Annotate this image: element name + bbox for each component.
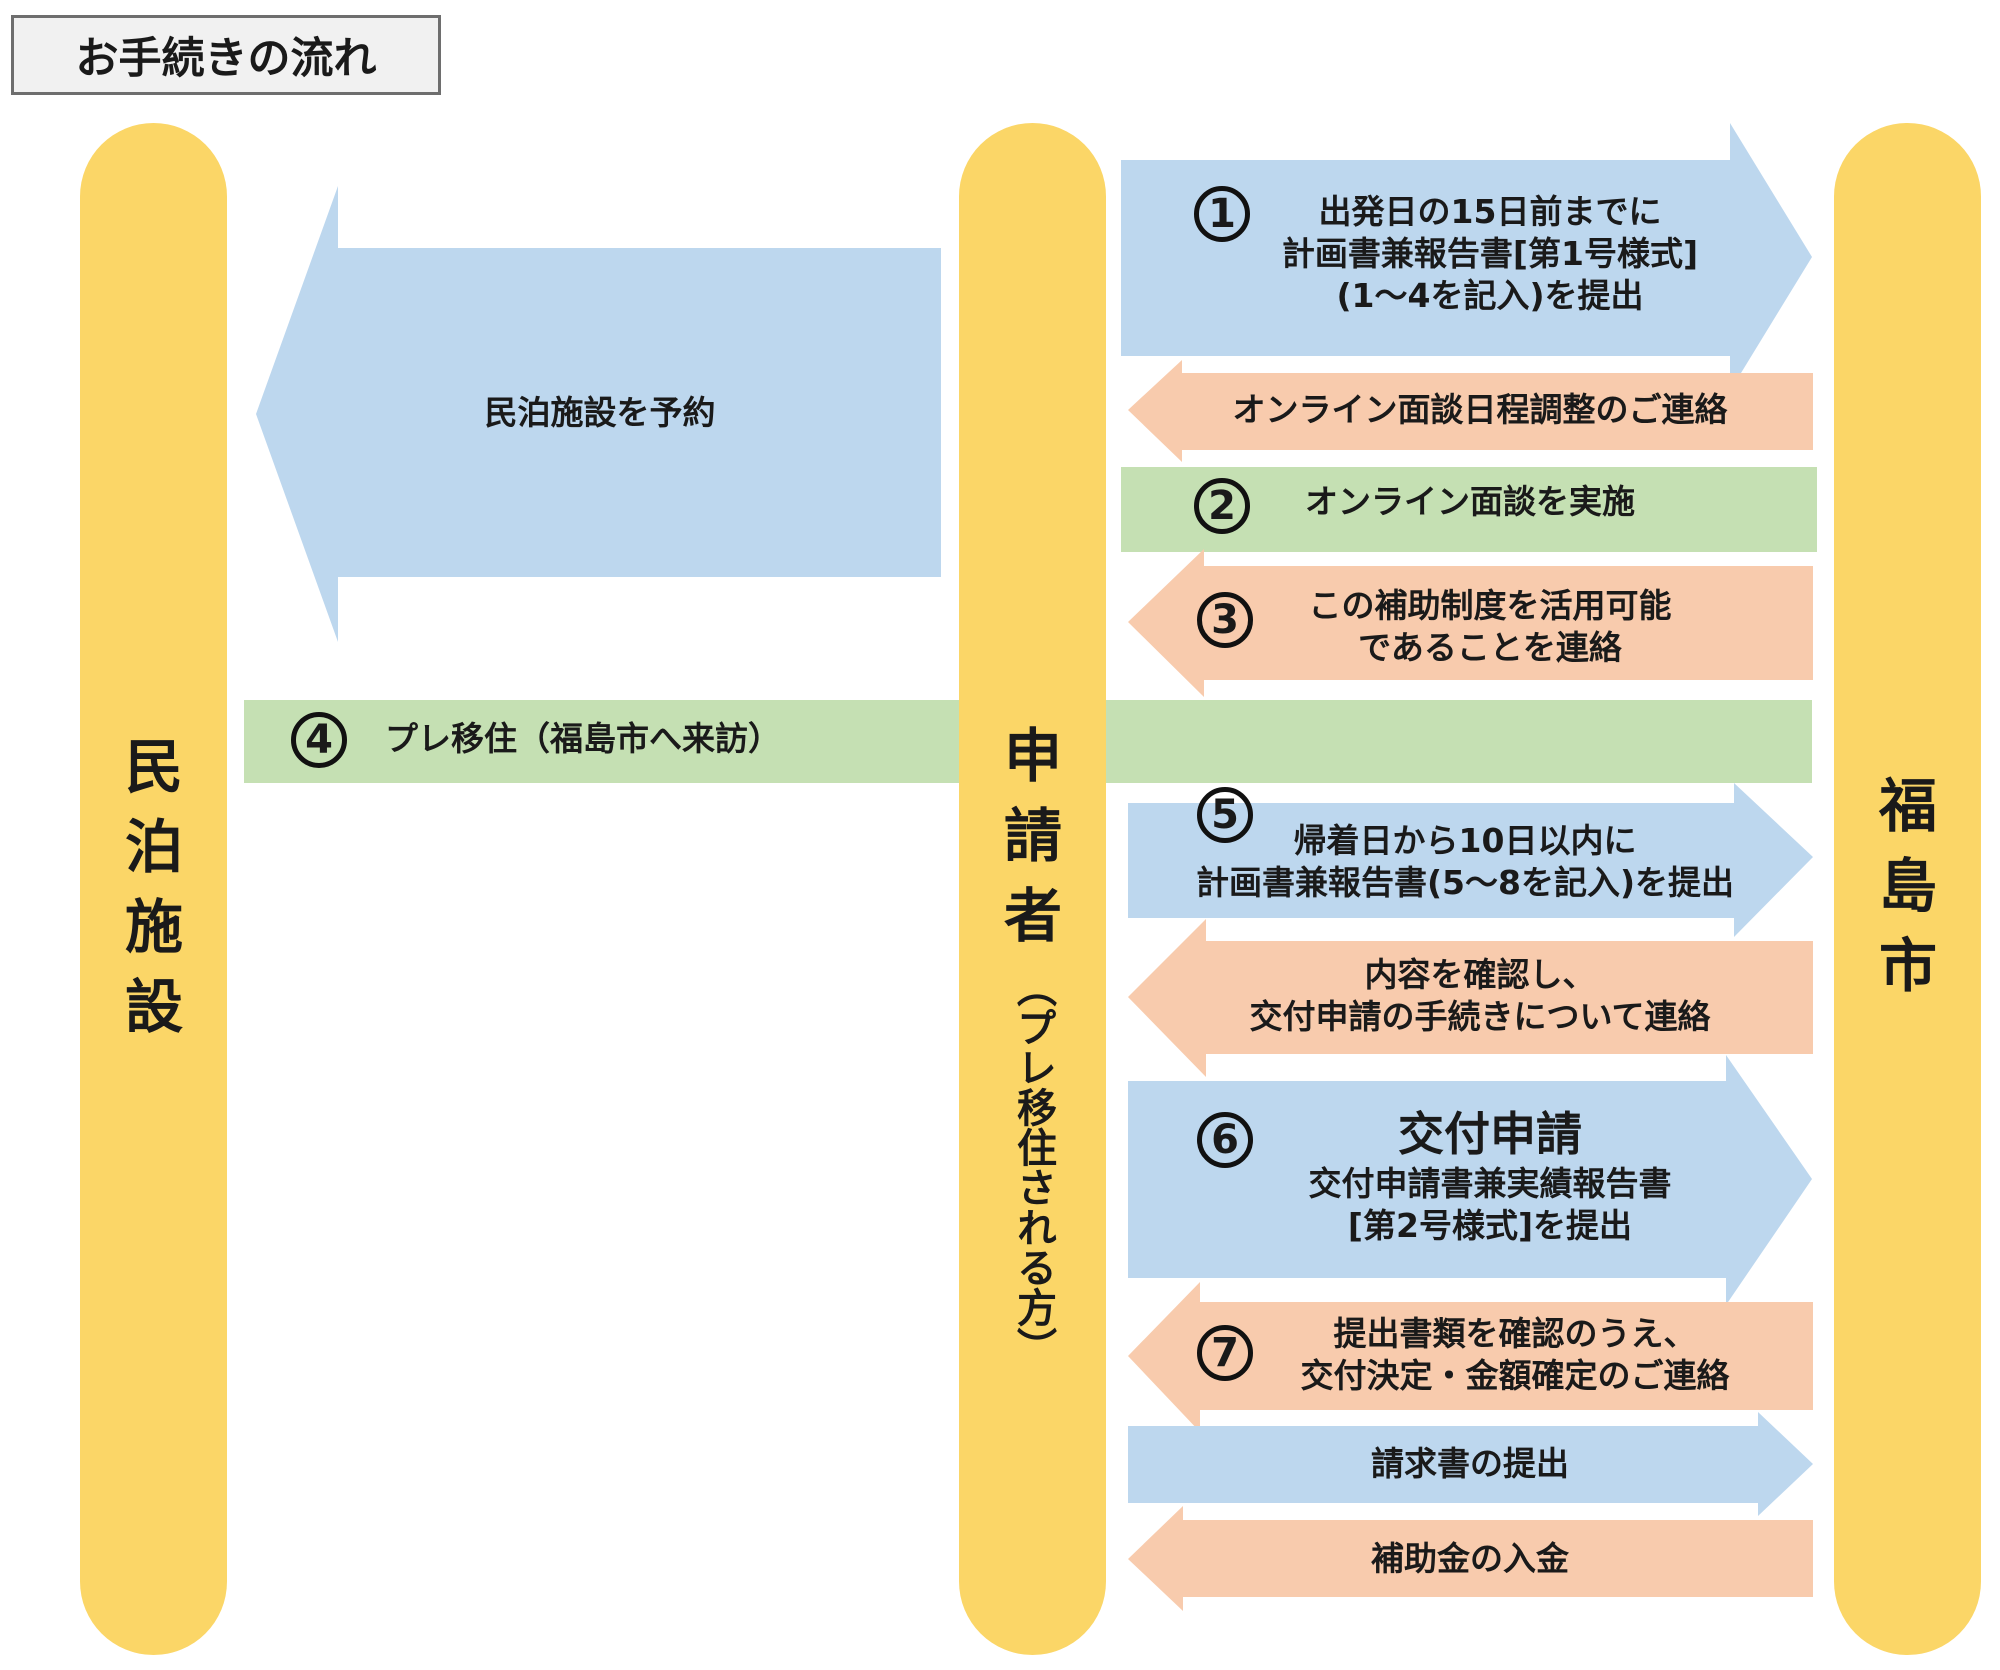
minpaku-char: 施 — [124, 893, 183, 961]
applicant-char: 申 — [1003, 722, 1062, 790]
minpaku-char: 民 — [124, 733, 183, 801]
city-char: 市 — [1878, 932, 1937, 1000]
step5-line: 帰着日から10日以内に — [1293, 821, 1637, 860]
step6-title: 交付申請 — [1398, 1107, 1582, 1161]
applicant-char: 者 — [1003, 882, 1062, 950]
step6-line: 交付申請書兼実績報告書 — [1308, 1164, 1672, 1203]
step-number-2: 2 — [1194, 478, 1250, 534]
arrow-step6 — [1128, 1055, 1812, 1305]
arrow-invoice — [1128, 1412, 1813, 1516]
page-title: お手続きの流れ — [11, 15, 441, 95]
reserve-text: 民泊施設を予約 — [484, 393, 716, 432]
arrow-step1 — [1121, 123, 1812, 391]
applicant-label: 申 請 者 （プレ移住される方） — [994, 727, 1072, 1367]
pillar-fukushima-city — [1834, 123, 1981, 1655]
city-char: 福 — [1878, 772, 1937, 840]
step5-line: 計画書兼報告書(5～8を記入)を提出 — [1195, 863, 1735, 902]
step3-line: この補助制度を活用可能 — [1308, 586, 1672, 625]
arrow-reserve — [256, 186, 941, 642]
applicant-char: 請 — [1003, 802, 1062, 870]
step7-line: 交付決定・金額確定のご連絡 — [1300, 1356, 1730, 1395]
pillar-applicant — [959, 123, 1106, 1655]
step1-line: (1～4を記入)を提出 — [1336, 276, 1644, 315]
step3-line: であることを連絡 — [1358, 628, 1622, 667]
confirm-line: 交付申請の手続きについて連絡 — [1249, 997, 1711, 1036]
minpaku-label: 民 泊 施 設 — [115, 738, 193, 1058]
invoice-text: 請求書の提出 — [1371, 1444, 1569, 1483]
step3-text: この補助制度を活用可能 であることを連絡 — [1260, 585, 1720, 669]
minpaku-char: 設 — [124, 973, 183, 1041]
arrow-contact1 — [1128, 360, 1813, 462]
arrow-confirm — [1128, 919, 1813, 1077]
step-number-7: 7 — [1197, 1325, 1253, 1381]
step-number-1: 1 — [1194, 186, 1250, 242]
step-number-5: 5 — [1197, 787, 1253, 843]
step-number-4: 4 — [291, 712, 347, 768]
contact1-text: オンライン面談日程調整のご連絡 — [1232, 390, 1728, 429]
step1-line: 出発日の15日前までに — [1318, 192, 1662, 231]
step2-text: オンライン面談を実施 — [1305, 482, 1635, 521]
minpaku-char: 泊 — [124, 813, 183, 881]
arrow-step3 — [1128, 549, 1813, 697]
step7-line: 提出書類を確認のうえ、 — [1333, 1314, 1697, 1353]
step4-text: プレ移住（福島市へ来訪） — [385, 719, 781, 758]
arrow-step7 — [1128, 1282, 1813, 1432]
applicant-sub-label: （プレ移住される方） — [1010, 967, 1056, 1367]
arrow-payment — [1128, 1506, 1813, 1611]
step-number-3: 3 — [1197, 592, 1253, 648]
pillar-minpaku — [80, 123, 227, 1655]
step6-line: [第2号様式]を提出 — [1347, 1206, 1633, 1245]
city-char: 島 — [1878, 852, 1937, 920]
step5-text: 帰着日から10日以内に 計画書兼報告書(5～8を記入)を提出 — [1170, 820, 1760, 904]
payment-text: 補助金の入金 — [1371, 1539, 1569, 1578]
step1-text: 出発日の15日前までに 計画書兼報告書[第1号様式] (1～4を記入)を提出 — [1240, 191, 1740, 317]
arrow-step5 — [1128, 783, 1813, 937]
city-label: 福 島 市 — [1869, 777, 1947, 1017]
step6-text: 交付申請 交付申請書兼実績報告書 [第2号様式]を提出 — [1270, 1105, 1710, 1247]
step1-line: 計画書兼報告書[第1号様式] — [1281, 234, 1699, 273]
confirm-text: 内容を確認し、 交付申請の手続きについて連絡 — [1190, 954, 1770, 1038]
step-number-6: 6 — [1197, 1112, 1253, 1168]
confirm-line: 内容を確認し、 — [1364, 955, 1596, 994]
step7-text: 提出書類を確認のうえ、 交付決定・金額確定のご連絡 — [1265, 1313, 1765, 1397]
